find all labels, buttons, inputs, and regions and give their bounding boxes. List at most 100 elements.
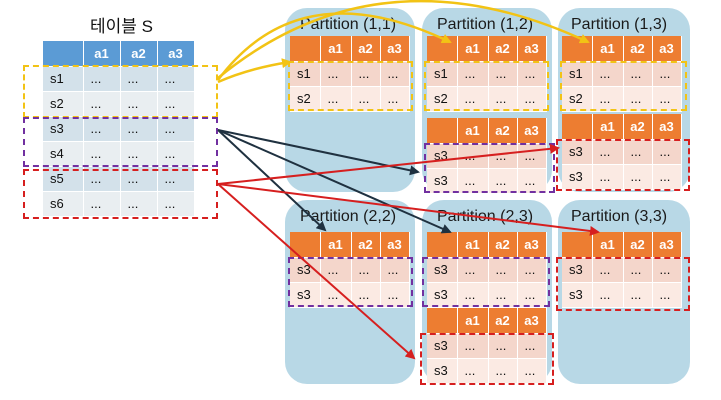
group-purple-1-2 (424, 143, 555, 193)
partition-header-a2: a2 (623, 232, 653, 258)
source-row-id: s2 (43, 91, 84, 117)
partition-header-a3: a3 (517, 36, 547, 62)
source-cell: ... (83, 141, 121, 167)
partition-cell: ... (652, 139, 682, 165)
partition-header-blank (427, 232, 458, 258)
source-group-red (23, 169, 218, 219)
source-row-id: s4 (43, 141, 84, 167)
partition-cell: ... (351, 86, 381, 112)
partition-cell: ... (623, 282, 653, 308)
partition-row-id: s3 (562, 139, 593, 165)
partition-cell: ... (488, 358, 518, 384)
partition-header-blank (562, 232, 593, 258)
source-cell: ... (83, 66, 121, 92)
partition-cell: ... (457, 86, 489, 112)
partition-row-id: s2 (290, 86, 321, 112)
source-cell: ... (157, 141, 195, 167)
partition-header-blank (427, 36, 458, 62)
partition-cell: ... (457, 358, 489, 384)
partition-title-1-1: Partition (1,1) (300, 16, 397, 33)
group-purple-2-2 (288, 257, 413, 307)
partition-header-blank (562, 36, 593, 62)
partition-cell: ... (517, 257, 547, 283)
source-row-s3: s3......... (43, 116, 195, 142)
source-row-s1: s1......... (43, 66, 195, 92)
partition-cell: ... (592, 139, 624, 165)
partition-header-a1: a1 (320, 36, 352, 62)
partition-cell: ... (652, 257, 682, 283)
partition-cell: ... (488, 86, 518, 112)
partition-cell: ... (652, 164, 682, 190)
partition-cell: ... (457, 333, 489, 359)
partition-cell: ... (488, 282, 518, 308)
partition-row: s3......... (562, 257, 682, 283)
partition-header-a2: a2 (488, 232, 518, 258)
partition-title-2-2: Partition (2,2) (300, 208, 397, 225)
source-cell: ... (157, 191, 195, 217)
partition-title-1-2: Partition (1,2) (437, 16, 534, 33)
source-cell: ... (157, 91, 195, 117)
partition-header-a2: a2 (351, 36, 381, 62)
partition-row-id: s3 (427, 358, 458, 384)
partition-row: s2......... (562, 86, 682, 112)
partition-cell: ... (517, 282, 547, 308)
partition-header-blank (562, 114, 593, 140)
partition-header-a2: a2 (488, 36, 518, 62)
partition-header-blank (290, 232, 321, 258)
source-row-s2: s2......... (43, 91, 195, 117)
partition-header-a1: a1 (457, 36, 489, 62)
partition-header-a3: a3 (652, 114, 682, 140)
source-cell: ... (120, 66, 158, 92)
partition-row-id: s3 (427, 333, 458, 359)
partition-cell: ... (623, 139, 653, 165)
partition-header-a2: a2 (351, 232, 381, 258)
source-cell: ... (157, 116, 195, 142)
partition-row-id: s3 (562, 282, 593, 308)
partition-header-a1: a1 (457, 308, 489, 334)
partition-row: s3......... (427, 282, 547, 308)
partition-header-a1: a1 (592, 114, 624, 140)
partition-header-blank (290, 36, 321, 62)
partition-cell: ... (623, 257, 653, 283)
source-row-id: s1 (43, 66, 84, 92)
partition-header-a1: a1 (320, 232, 352, 258)
source-cell: ... (120, 191, 158, 217)
source-cell: ... (157, 66, 195, 92)
partition-row: s3......... (427, 257, 547, 283)
partition-row: s3......... (427, 358, 547, 384)
partition-title-2-3: Partition (2,3) (437, 208, 534, 225)
source-row-id: s3 (43, 116, 84, 142)
partition-title-3-3: Partition (3,3) (571, 208, 668, 225)
source-header-a3: a3 (157, 41, 195, 67)
partition-row: s3......... (562, 139, 682, 165)
source-group-purple (23, 117, 218, 167)
group-yellow-1-3 (560, 61, 687, 111)
source-header-blank (43, 41, 84, 67)
partition-header-a3: a3 (380, 232, 410, 258)
partition-cell: ... (652, 61, 682, 87)
group-yellow-1-2 (424, 61, 549, 111)
partition-cell: ... (517, 86, 547, 112)
source-cell: ... (83, 91, 121, 117)
group-red-1-3 (556, 139, 690, 191)
partition-header-a2: a2 (488, 308, 518, 334)
partition-cell: ... (652, 86, 682, 112)
arrow-yellow-to-1-1 (217, 58, 292, 84)
partition-header-a1: a1 (457, 118, 489, 144)
partition-header-a3: a3 (517, 232, 547, 258)
partition-header-a2: a2 (488, 118, 518, 144)
source-header-a2: a2 (120, 41, 158, 67)
partition-cell: ... (592, 282, 624, 308)
partition-header-blank (427, 118, 458, 144)
group-purple-2-3 (422, 257, 550, 307)
source-cell: ... (120, 91, 158, 117)
